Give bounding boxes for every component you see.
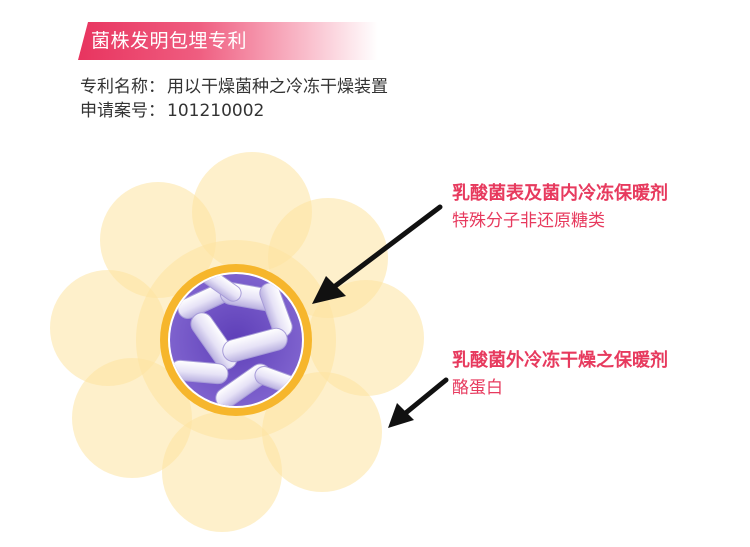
arrow-outer-icon	[388, 377, 449, 428]
outer-annotation-title: 乳酸菌外冷冻干燥之保暖剂	[452, 350, 668, 371]
petal	[162, 412, 282, 532]
patent-number-value: 101210002	[167, 101, 265, 121]
patent-number-label: 申请案号：	[80, 101, 165, 121]
page-title: 菌株发明包埋专利	[91, 30, 248, 52]
title-banner	[78, 22, 378, 60]
outer-annotation-subtitle: 酪蛋白	[452, 378, 503, 398]
petal	[308, 280, 424, 396]
petal	[50, 270, 166, 386]
inner-annotation-title: 乳酸菌表及菌内冷冻保暖剂	[452, 183, 668, 204]
patent-name-line: 专利名称：用以干燥菌种之冷冻干燥装置	[80, 76, 388, 98]
inner-annotation-subtitle: 特殊分子非还原糖类	[452, 211, 605, 231]
bacteria-core	[170, 274, 302, 406]
arrow-inner-icon	[312, 204, 443, 304]
patent-name-value: 用以干燥菌种之冷冻干燥装置	[167, 77, 388, 97]
patent-name-label: 专利名称：	[80, 77, 165, 97]
patent-number-line: 申请案号：101210002	[80, 100, 264, 122]
